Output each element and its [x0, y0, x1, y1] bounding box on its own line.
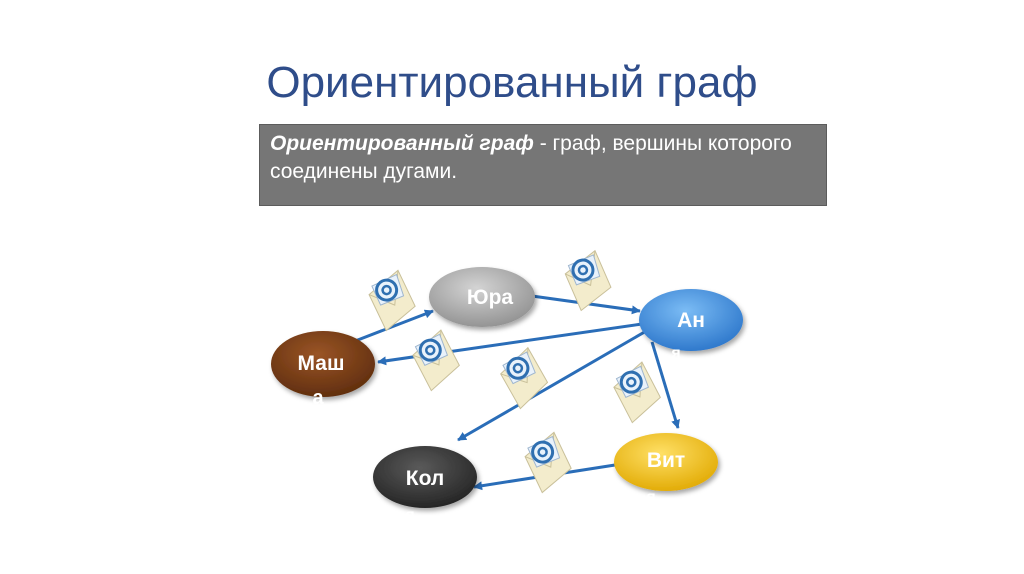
node-masha: [271, 331, 375, 397]
node-vitya: [614, 433, 718, 491]
node-label-kolya: Кол: [406, 467, 444, 490]
definition-text: - граф, вершины которого соединены дугам…: [270, 132, 792, 183]
node-label-anya-tail: я: [670, 345, 680, 362]
node-anya: [639, 289, 743, 351]
definition-term: Ориентированный граф: [270, 132, 534, 155]
email-envelope-icon: [608, 358, 666, 427]
edge-anya-vitya: [650, 341, 680, 429]
node-label-vitya-tail: я: [645, 489, 655, 506]
edge-masha-yura: [349, 309, 434, 345]
node-label-kolya-tail: я: [404, 507, 414, 524]
node-label-yura: Юра: [467, 286, 513, 309]
node-label-vitya: Вит: [647, 449, 685, 472]
email-envelope-icon: [364, 267, 420, 334]
node-label-masha: Маш: [298, 352, 345, 375]
definition-box: Ориентированный граф - граф, вершины кот…: [259, 124, 827, 206]
slide-title: Ориентированный граф: [266, 58, 758, 107]
node-label-masha-tail: а: [312, 387, 324, 409]
edge-anya-kolya: [457, 328, 649, 442]
node-yura: [429, 267, 535, 327]
node-label-anya: Ан: [677, 309, 705, 332]
email-envelope-icon: [407, 326, 465, 395]
node-kolya: [373, 446, 477, 508]
email-envelope-icon: [520, 429, 576, 496]
email-envelope-icon: [495, 343, 554, 413]
